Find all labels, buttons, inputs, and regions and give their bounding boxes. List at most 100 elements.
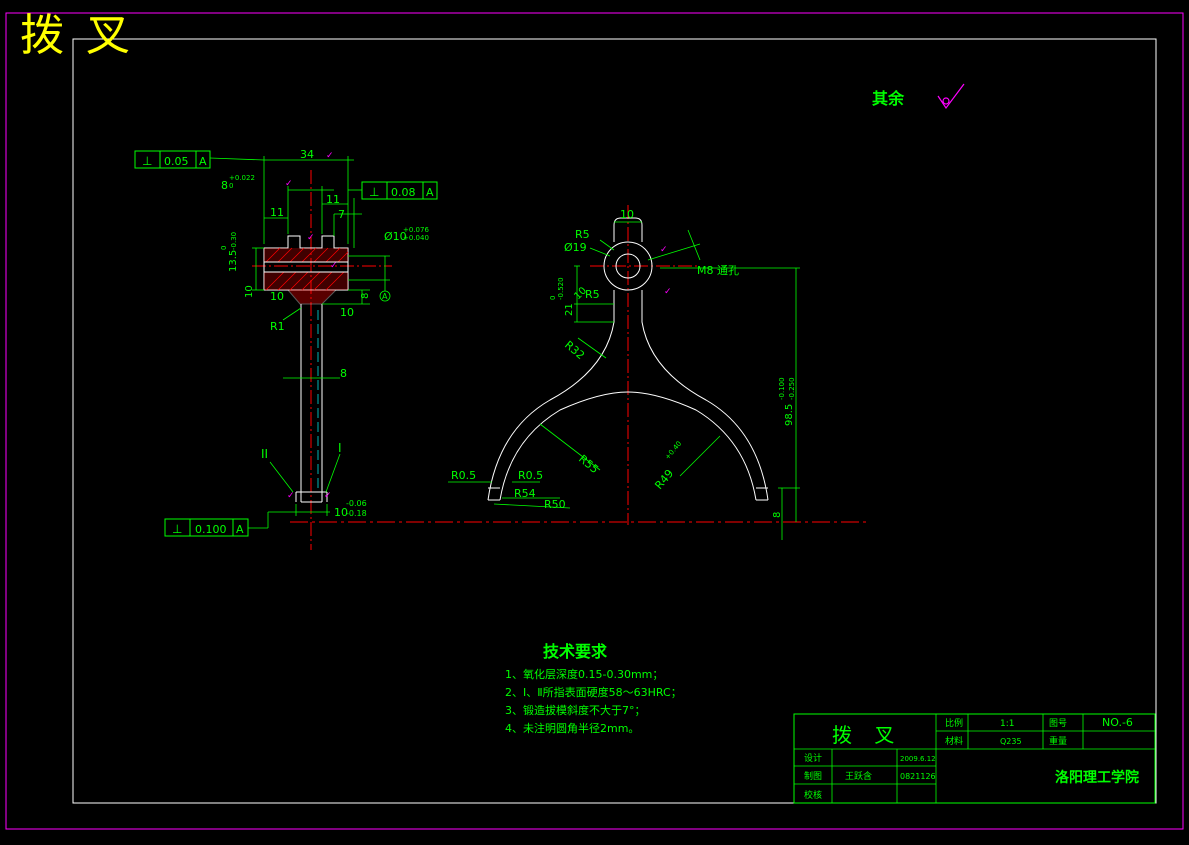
title-block: 拨 叉 比例 1:1 图号 NO.-6 材料 Q235 重量 设计 2009.6… [793, 713, 1156, 804]
tech-item-3: 3、锻造拔模斜度不大于7°； [505, 703, 646, 717]
dim-11-right: 11 [326, 193, 340, 206]
dim-13-5: 13.5 [228, 250, 239, 272]
svg-text:A: A [199, 155, 207, 168]
svg-text:A: A [236, 523, 244, 536]
tech-requirements: 技术要求 1、氧化层深度0.15-0.30mm； 2、Ⅰ、Ⅱ所指表面硬度58～6… [505, 642, 682, 735]
dim-98-5: 98.5 [784, 404, 795, 426]
tb-draw-id: 0821126 [900, 772, 936, 781]
svg-text:-0.250: -0.250 [788, 377, 796, 400]
svg-text:⊥: ⊥ [369, 185, 379, 199]
dim-slot-8: 8 [221, 179, 228, 192]
svg-text:✓: ✓ [307, 233, 315, 243]
svg-text:⊥: ⊥ [172, 522, 182, 536]
datum-a-label: A [382, 292, 388, 301]
dim-r54: R54 [514, 487, 536, 500]
svg-text:+0.022: +0.022 [229, 174, 255, 182]
svg-text:✓: ✓ [287, 491, 295, 501]
tb-draw-label: 制图 [804, 770, 822, 782]
dim-r1: R1 [270, 320, 285, 333]
dim-r05-left: R0.5 [451, 469, 476, 482]
svg-text:-0.100: -0.100 [778, 377, 786, 400]
roughness-symbol-icon [937, 83, 965, 110]
dim-r5-mid: R5 [585, 288, 600, 301]
tb-check-label: 校核 [804, 789, 822, 801]
tb-material-label: 材料 [945, 735, 963, 747]
dim-34: 34 [300, 148, 314, 161]
tb-material-value: Q235 [1000, 737, 1022, 746]
right-dimension-lines [448, 221, 800, 540]
tb-school: 洛阳理工学院 [1055, 769, 1139, 786]
dim-r49: R49 [652, 467, 676, 492]
tb-draw-name: 王跃含 [845, 770, 872, 782]
tb-design-label: 设计 [804, 752, 822, 764]
dim-10-side: 10 [340, 306, 354, 319]
svg-text:+0.076: +0.076 [403, 226, 429, 234]
left-roughness-marks: ✓ ✓ ✓ ✓ ✓ ✓ [285, 151, 338, 501]
dim-r55: R55 [576, 452, 601, 476]
outer-frame [5, 12, 1184, 830]
dim-r50: R50 [544, 498, 566, 511]
fork-outline [487, 217, 769, 501]
tol-frame-bottom: ⊥ 0.100 A [164, 518, 249, 537]
svg-text:0.08: 0.08 [391, 186, 416, 199]
svg-text:-0.520: -0.520 [557, 277, 565, 300]
dim-8-bottom: 8 [772, 512, 783, 518]
dim-21: 21 [564, 303, 575, 316]
tb-drawing-no-label: 图号 [1049, 718, 1067, 729]
tb-scale-label: 比例 [945, 717, 963, 729]
svg-text:+0.40: +0.40 [663, 440, 683, 462]
dim-dia-19: Ø19 [564, 241, 587, 254]
roughness-label: 其余 [872, 89, 905, 108]
tb-part-name: 拨 叉 [832, 723, 902, 747]
svg-text:0: 0 [549, 296, 557, 300]
tb-drawing-no-value: NO.-6 [1102, 716, 1133, 729]
svg-text:0: 0 [220, 246, 228, 250]
left-dimension-texts: 34 8 +0.022 0 11 11 7 Ø10 +0.076 +0.040 … [220, 148, 429, 519]
svg-text:✓: ✓ [660, 245, 668, 255]
dim-7: 7 [338, 208, 345, 221]
svg-text:0.05: 0.05 [164, 155, 189, 168]
svg-text:-0.18: -0.18 [346, 509, 367, 518]
dim-r5-top: R5 [575, 228, 590, 241]
svg-text:+0.040: +0.040 [403, 234, 429, 242]
hub-section [263, 235, 349, 305]
tech-item-2: 2、Ⅰ、Ⅱ所指表面硬度58～63HRC； [505, 685, 682, 699]
dim-10-under: 10 [270, 290, 284, 303]
tb-weight-label: 重量 [1049, 735, 1067, 747]
svg-text:-0.30: -0.30 [230, 232, 238, 250]
svg-text:0: 0 [229, 182, 233, 190]
tol-frame-top: ⊥ 0.05 A [134, 150, 211, 169]
svg-text:✓: ✓ [285, 179, 293, 189]
dim-8-small: 8 [360, 293, 371, 299]
dim-r05-mid: R0.5 [518, 469, 543, 482]
tol-frame-mid: ⊥ 0.08 A [361, 181, 438, 200]
svg-text:0.100: 0.100 [195, 523, 227, 536]
dim-10-left: 10 [244, 285, 255, 298]
svg-text:✓: ✓ [330, 261, 338, 271]
tech-item-4: 4、未注明圆角半径2mm。 [505, 721, 639, 735]
mark-II: II [261, 447, 268, 461]
tb-design-date: 2009.6.12 [900, 755, 936, 763]
dim-m8: M8 通孔 [697, 264, 739, 277]
dim-10-bottom: 10 [334, 506, 348, 519]
left-view: A ✓ ✓ ✓ ✓ ✓ ✓ ⊥ 0.05 A ⊥ 0.08 A [134, 148, 870, 550]
dim-top-10: 10 [620, 208, 634, 221]
border-frame [72, 38, 1157, 804]
dim-11-left: 11 [270, 206, 284, 219]
svg-text:A: A [426, 186, 434, 199]
svg-text:✓: ✓ [324, 491, 332, 501]
svg-text:⊥: ⊥ [142, 154, 152, 168]
left-dimension-lines [209, 156, 390, 529]
tech-item-1: 1、氧化层深度0.15-0.30mm； [505, 667, 663, 681]
dim-hole-dia: Ø10 [384, 230, 407, 243]
mark-I: I [338, 441, 342, 455]
dim-rod-8: 8 [340, 367, 347, 380]
sheet-title: 拨 叉 [20, 10, 134, 61]
rod [295, 304, 328, 503]
tech-title: 技术要求 [543, 642, 608, 661]
svg-text:✓: ✓ [664, 287, 672, 297]
svg-text:-0.06: -0.06 [346, 499, 367, 508]
right-roughness-marks: ✓ ✓ [660, 245, 672, 297]
